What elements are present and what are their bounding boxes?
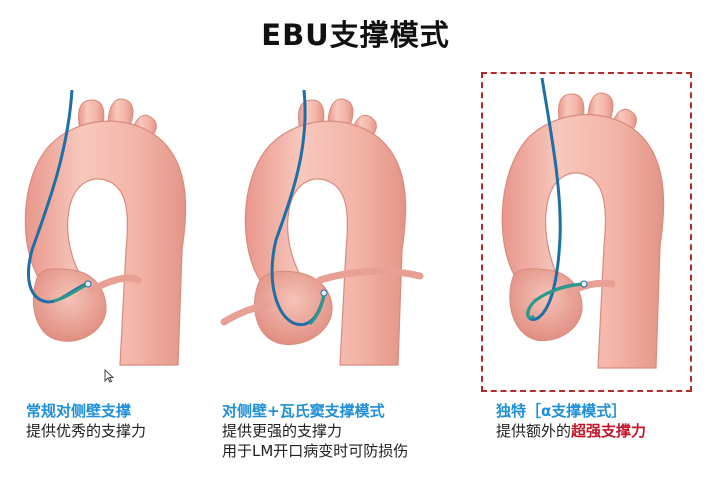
caption-emphasis: 超强支撑力 (571, 422, 647, 440)
coronary-artery (88, 274, 142, 294)
aorta-diagram-alpha-support (490, 78, 690, 378)
page-title: EBU支撑模式 (261, 18, 450, 52)
coronary-artery (316, 267, 424, 284)
caption-line: 提供优秀的支撑力 (26, 422, 147, 440)
aorta-diagram-conventional (10, 90, 210, 380)
aortic-root (32, 268, 107, 342)
caption-line-prefix: 提供额外的 (496, 422, 572, 440)
catheter-tip (308, 294, 326, 326)
caption-title: 对侧壁+瓦氏窦支撑模式 (222, 402, 385, 420)
catheter (270, 90, 326, 327)
caption-alpha-support: 独特［α支撑模式］ 提供额外的超强支撑力 (496, 401, 646, 441)
mouse-cursor-icon (104, 369, 114, 383)
coronary-artery (220, 300, 272, 326)
caption-line: 提供额外的超强支撑力 (496, 421, 646, 441)
aorta-diagram-sinus-support (220, 90, 450, 380)
aortic-arch (501, 114, 665, 369)
caption-title: 常规对侧壁支撑 (26, 402, 132, 420)
catheter-tip (526, 282, 583, 319)
caption-line: 用于LM开口病变时可防损伤 (222, 442, 409, 460)
caption-title: 独特［α支撑模式］ (496, 402, 627, 420)
caption-line: 提供更强的支撑力 (222, 422, 343, 440)
aortic-arch (244, 120, 407, 366)
highlight-frame (481, 72, 692, 392)
caption-sinus-support: 对侧壁+瓦氏窦支撑模式 提供更强的支撑力 用于LM开口病变时可防损伤 (222, 401, 408, 461)
aortic-arch (24, 120, 187, 366)
caption-conventional: 常规对侧壁支撑 提供优秀的支撑力 (26, 401, 146, 441)
coronary-artery (566, 279, 616, 296)
